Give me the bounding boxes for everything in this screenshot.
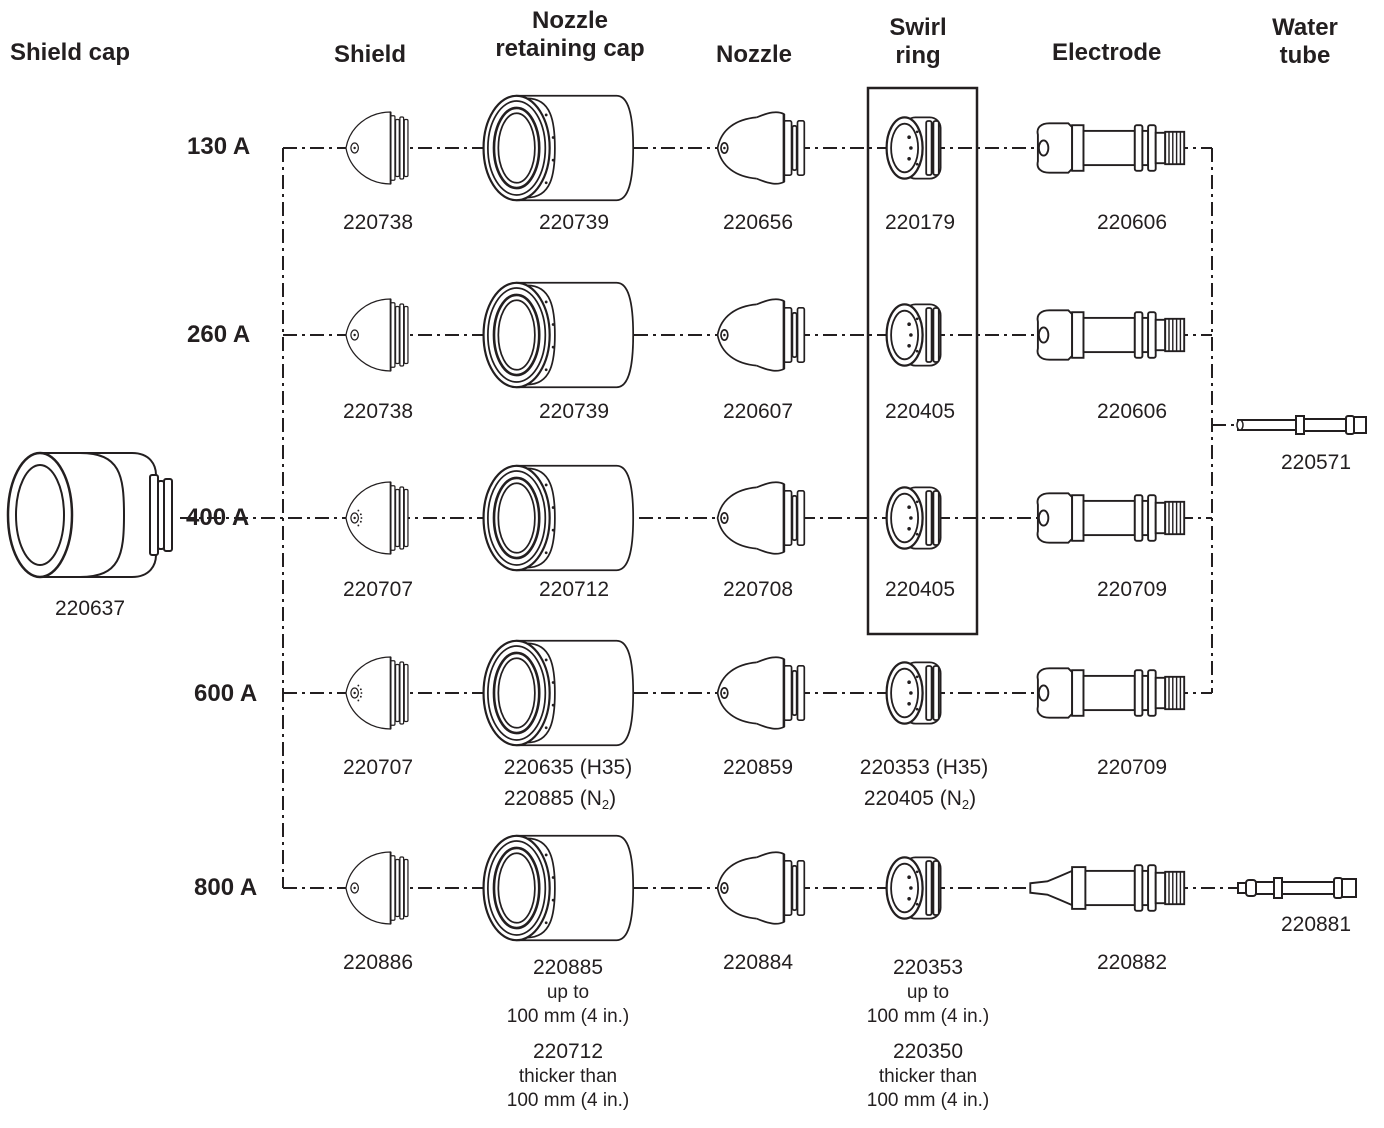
subscript: 2	[601, 797, 610, 812]
current-label-400a: 400 A	[186, 504, 250, 531]
part-number: 220708	[722, 578, 794, 601]
part-number: 220882	[1096, 951, 1168, 974]
note-line: up to	[546, 982, 590, 1003]
part-number: 220606	[1096, 400, 1168, 423]
part-number: 220607	[722, 400, 794, 423]
header-nozzle-retaining-cap: Nozzle retaining cap	[478, 7, 662, 63]
header-shield: Shield	[334, 41, 407, 68]
part-number: 220738	[342, 400, 414, 423]
part-number: 220179	[884, 211, 956, 234]
part-number: 220709	[1096, 578, 1168, 601]
part-number: 220886	[342, 951, 414, 974]
row-600a-parts	[345, 639, 1186, 747]
note-line: 220885	[532, 956, 604, 979]
part-number-text: )	[609, 787, 617, 810]
part-number: 220707	[342, 756, 414, 779]
subscript: 2	[961, 797, 970, 812]
part-number: 220656	[722, 211, 794, 234]
header-water-tube-line2: tube	[1279, 42, 1331, 69]
part-number: 220739	[538, 211, 610, 234]
current-label-130a: 130 A	[187, 133, 251, 160]
header-swirl-ring-line2: ring	[895, 42, 941, 69]
part-number-water-tube: 220881	[1280, 913, 1352, 936]
part-number: 220709	[1096, 756, 1168, 779]
part-number: 220606	[1096, 211, 1168, 234]
note-line: up to	[906, 982, 950, 1003]
part-number: 220712	[538, 578, 610, 601]
note-line: 100 mm (4 in.)	[506, 1090, 630, 1111]
header-water-tube: Water tube	[1260, 14, 1350, 70]
swirl-ring-box	[866, 86, 979, 636]
part-number: 220884	[722, 951, 794, 974]
part-number-text: 220885 (N	[503, 787, 602, 810]
note-line: thicker than	[518, 1066, 618, 1087]
part-number-text: 220405 (N	[863, 787, 962, 810]
note-line: 100 mm (4 in.)	[866, 1090, 990, 1111]
part-number: 220353 (H35)	[859, 756, 989, 779]
part-number: 220707	[342, 578, 414, 601]
note-line: 100 mm (4 in.)	[506, 1006, 630, 1027]
header-nozzle-retaining-cap-line1: Nozzle	[531, 7, 608, 34]
part-number: 220635 (H35)	[503, 756, 633, 779]
note-line: 220712	[532, 1040, 604, 1063]
part-number-text: )	[969, 787, 977, 810]
header-water-tube-line1: Water	[1272, 14, 1338, 41]
header-swirl-ring: Swirl ring	[868, 14, 968, 70]
current-label-800a: 800 A	[194, 874, 258, 901]
part-number: 220405	[884, 578, 956, 601]
row-130a-parts	[345, 94, 1186, 202]
part-number: 220739	[538, 400, 610, 423]
header-nozzle: Nozzle	[716, 41, 793, 68]
header-shield-cap: Shield cap	[10, 39, 131, 66]
part-number: 220738	[342, 211, 414, 234]
header-electrode: Electrode	[1052, 39, 1162, 66]
current-label-600a: 600 A	[194, 680, 258, 707]
part-number-water-tube: 220571	[1280, 451, 1352, 474]
retaining-cap-notes: 220885 up to 100 mm (4 in.) 220712 thick…	[507, 955, 629, 1113]
water-tube-220571	[1236, 415, 1367, 435]
note-line: 220350	[892, 1040, 964, 1063]
water-tube-220881	[1237, 877, 1357, 899]
part-number-n2: 220405 (N2)	[864, 786, 976, 812]
part-number: 220859	[722, 756, 794, 779]
swirl-ring-notes: 220353 up to 100 mm (4 in.) 220350 thick…	[867, 955, 989, 1113]
current-label-260a: 260 A	[187, 321, 251, 348]
header-nozzle-retaining-cap-line2: retaining cap	[495, 35, 645, 62]
part-number-n2: 220885 (N2)	[504, 786, 616, 812]
row-800a-parts	[345, 834, 1186, 942]
part-number: 220405	[884, 400, 956, 423]
header-swirl-ring-line1: Swirl	[889, 14, 947, 41]
row-260a-parts	[345, 281, 1186, 389]
note-line: 100 mm (4 in.)	[866, 1006, 990, 1027]
note-line: 220353	[892, 956, 964, 979]
note-line: thicker than	[878, 1066, 978, 1087]
shield-cap-220637	[6, 451, 173, 579]
part-number-shield-cap: 220637	[54, 597, 126, 620]
